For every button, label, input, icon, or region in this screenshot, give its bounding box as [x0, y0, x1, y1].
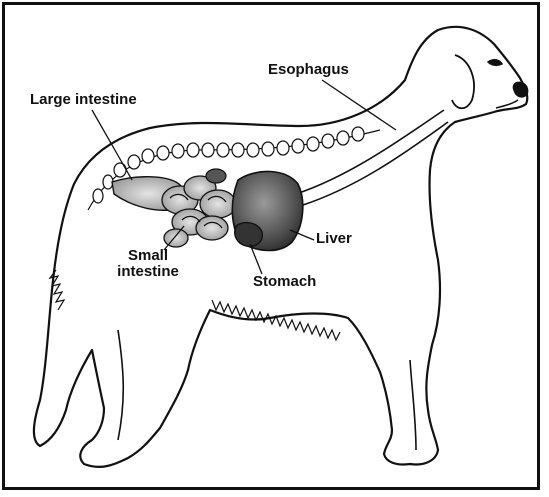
label-stomach: Stomach: [253, 274, 316, 290]
label-large-intestine: Large intestine: [30, 92, 137, 108]
belly-fur: [212, 300, 340, 340]
label-small-intestine-line1: Small: [107, 248, 189, 264]
nose: [513, 82, 529, 98]
hind-leg-line: [118, 330, 123, 440]
esophagus-organ-inner: [300, 122, 448, 206]
mouth: [496, 100, 518, 108]
label-small-intestine: Small intestine: [107, 248, 189, 280]
label-liver: Liver: [316, 231, 352, 247]
eye: [488, 60, 502, 65]
esophagus-organ: [296, 110, 444, 194]
stomach-organ: [235, 223, 263, 247]
ear: [452, 55, 474, 108]
upper-organ: [206, 169, 226, 183]
small-intestine-organ: [162, 176, 236, 247]
label-small-intestine-line2: intestine: [107, 264, 189, 280]
leader-large-intestine: [92, 110, 132, 180]
front-leg-line: [410, 360, 416, 450]
label-esophagus: Esophagus: [268, 62, 349, 78]
